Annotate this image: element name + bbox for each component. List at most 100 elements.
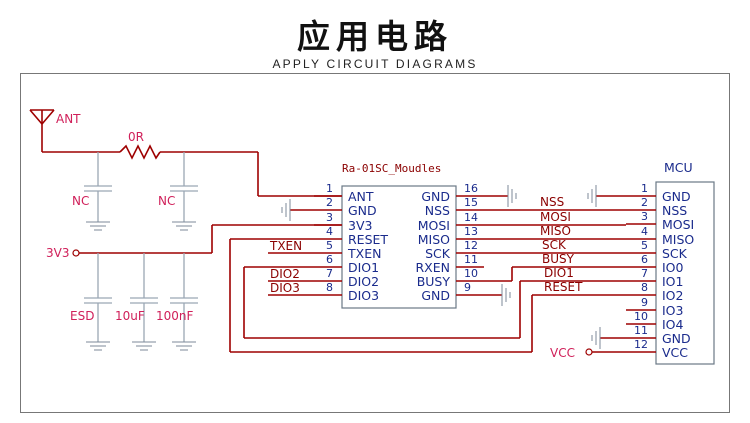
module-title: Ra-01SC_Moudles (342, 162, 441, 175)
module-pin-name: RESET (348, 232, 388, 247)
net-miso-label: MISO (540, 224, 571, 238)
mcu-pin-num: 7 (641, 267, 648, 280)
module-pin-num: 3 (326, 211, 333, 224)
module-pin-num: 5 (326, 239, 333, 252)
module-pin-num: 14 (464, 211, 478, 224)
mcu-pin-name: IO4 (662, 317, 684, 332)
antenna-symbol (29, 109, 55, 152)
module-pin-num: 16 (464, 182, 478, 195)
ground-symbol (501, 284, 511, 306)
mcu-pin-num: 6 (641, 253, 648, 266)
resistor-label: 0R (128, 130, 144, 144)
mcu-pin-name: IO2 (662, 288, 683, 303)
net-busy-label: BUSY (542, 252, 575, 266)
module-pin-num: 10 (464, 267, 478, 280)
cap-nc2-label: NC (158, 194, 175, 208)
module-pin-num: 6 (326, 253, 333, 266)
mcu-body (655, 181, 715, 365)
module-pin-name: MISO (418, 232, 450, 247)
module-pin-num: 4 (326, 225, 333, 238)
mcu-pin-name: IO0 (662, 260, 684, 275)
module-pin-num: 12 (464, 239, 478, 252)
net-mosi-label: MOSI (540, 210, 571, 224)
capacitor-esd (84, 297, 112, 304)
module-pin-name: ANT (348, 189, 374, 204)
cap-nc1-label: NC (72, 194, 89, 208)
ground-symbol (172, 341, 196, 351)
mcu-pin-num: 10 (634, 310, 648, 323)
mcu-pin-num: 3 (641, 210, 648, 223)
vcc-label: VCC (550, 346, 575, 360)
ground-symbol (132, 341, 156, 351)
net-sck-label: SCK (542, 238, 567, 252)
module-left-pin-stubs (314, 195, 342, 296)
diagram-frame (20, 73, 730, 413)
mcu-pin-num: 9 (641, 296, 648, 309)
mcu-pin-num: 12 (634, 338, 648, 351)
module-pin-num: 1 (326, 182, 333, 195)
module-pin-num: 7 (326, 267, 333, 280)
module-pin-num: 8 (326, 281, 333, 294)
cap-esd-label: ESD (70, 309, 94, 323)
cap-100nf-label: 100nF (156, 309, 194, 323)
module-pin-name: DIO2 (348, 274, 379, 289)
capacitor-10uf (130, 297, 158, 304)
mcu-pin-num: 8 (641, 281, 648, 294)
ground-symbol (172, 221, 196, 231)
mcu-title: MCU (664, 160, 693, 175)
net-txen-label: TXEN (269, 239, 302, 253)
module-pin-num: 2 (326, 196, 333, 209)
capacitor-nc-2 (170, 185, 198, 192)
mcu-pin-name: GND (662, 189, 691, 204)
capacitor-100nf (170, 297, 198, 304)
mcu-pin-name: GND (662, 331, 691, 346)
module-pin-name: GND (421, 189, 450, 204)
ground-symbol (507, 185, 517, 207)
module-pin-name: DIO1 (348, 260, 379, 275)
net-dio1-label: DIO1 (544, 266, 574, 280)
module-pin-num: 13 (464, 225, 478, 238)
module-pin-name: BUSY (417, 274, 451, 289)
module-pin-name: RXEN (416, 260, 451, 275)
module-pin-name: TXEN (347, 246, 381, 261)
mcu-pin-num: 4 (641, 225, 648, 238)
page-subtitle: APPLY CIRCUIT DIAGRAMS (272, 57, 478, 71)
mcu-pin-name: SCK (662, 246, 688, 261)
ground-symbol (281, 199, 291, 221)
mcu-pin-stubs (626, 195, 656, 353)
net-nss-label: NSS (540, 195, 564, 209)
mcu-pin-name: IO1 (662, 274, 683, 289)
module-pin-name: MOSI (418, 218, 450, 233)
module-pin-name: GND (348, 203, 377, 218)
module-pin-name: 3V3 (348, 218, 372, 233)
module-pin-name: GND (421, 288, 450, 303)
supply-terminal (72, 249, 80, 257)
mcu-pin-name: MISO (662, 232, 694, 247)
capacitor-nc-1 (84, 185, 112, 192)
module-pin-name: DIO3 (348, 288, 379, 303)
resistor-0r (119, 144, 161, 160)
mcu-pin-num: 2 (641, 196, 648, 209)
mcu-pin-name: MOSI (662, 217, 694, 232)
vcc-terminal (585, 348, 593, 356)
ground-symbol (86, 341, 110, 351)
module-body (341, 185, 457, 309)
module-right-pin-stubs (456, 195, 484, 296)
page-title: 应用电路 (297, 17, 453, 56)
mcu-pin-name: VCC (662, 345, 688, 360)
module-pin-num: 15 (464, 196, 478, 209)
module-pin-num: 11 (464, 253, 478, 266)
ground-symbol (86, 221, 110, 231)
mcu-pin-name: NSS (662, 203, 687, 218)
module-pin-name: NSS (425, 203, 450, 218)
antenna-label: ANT (56, 112, 81, 126)
mcu-pin-num: 1 (641, 182, 648, 195)
ground-symbol (587, 185, 597, 207)
mcu-pin-num: 11 (634, 324, 648, 337)
module-pin-name: SCK (425, 246, 451, 261)
supply-label: 3V3 (46, 246, 69, 260)
net-dio3-label: DIO3 (270, 281, 300, 295)
cap-10uf-label: 10uF (115, 309, 145, 323)
net-reset-label: RESET (544, 280, 583, 294)
